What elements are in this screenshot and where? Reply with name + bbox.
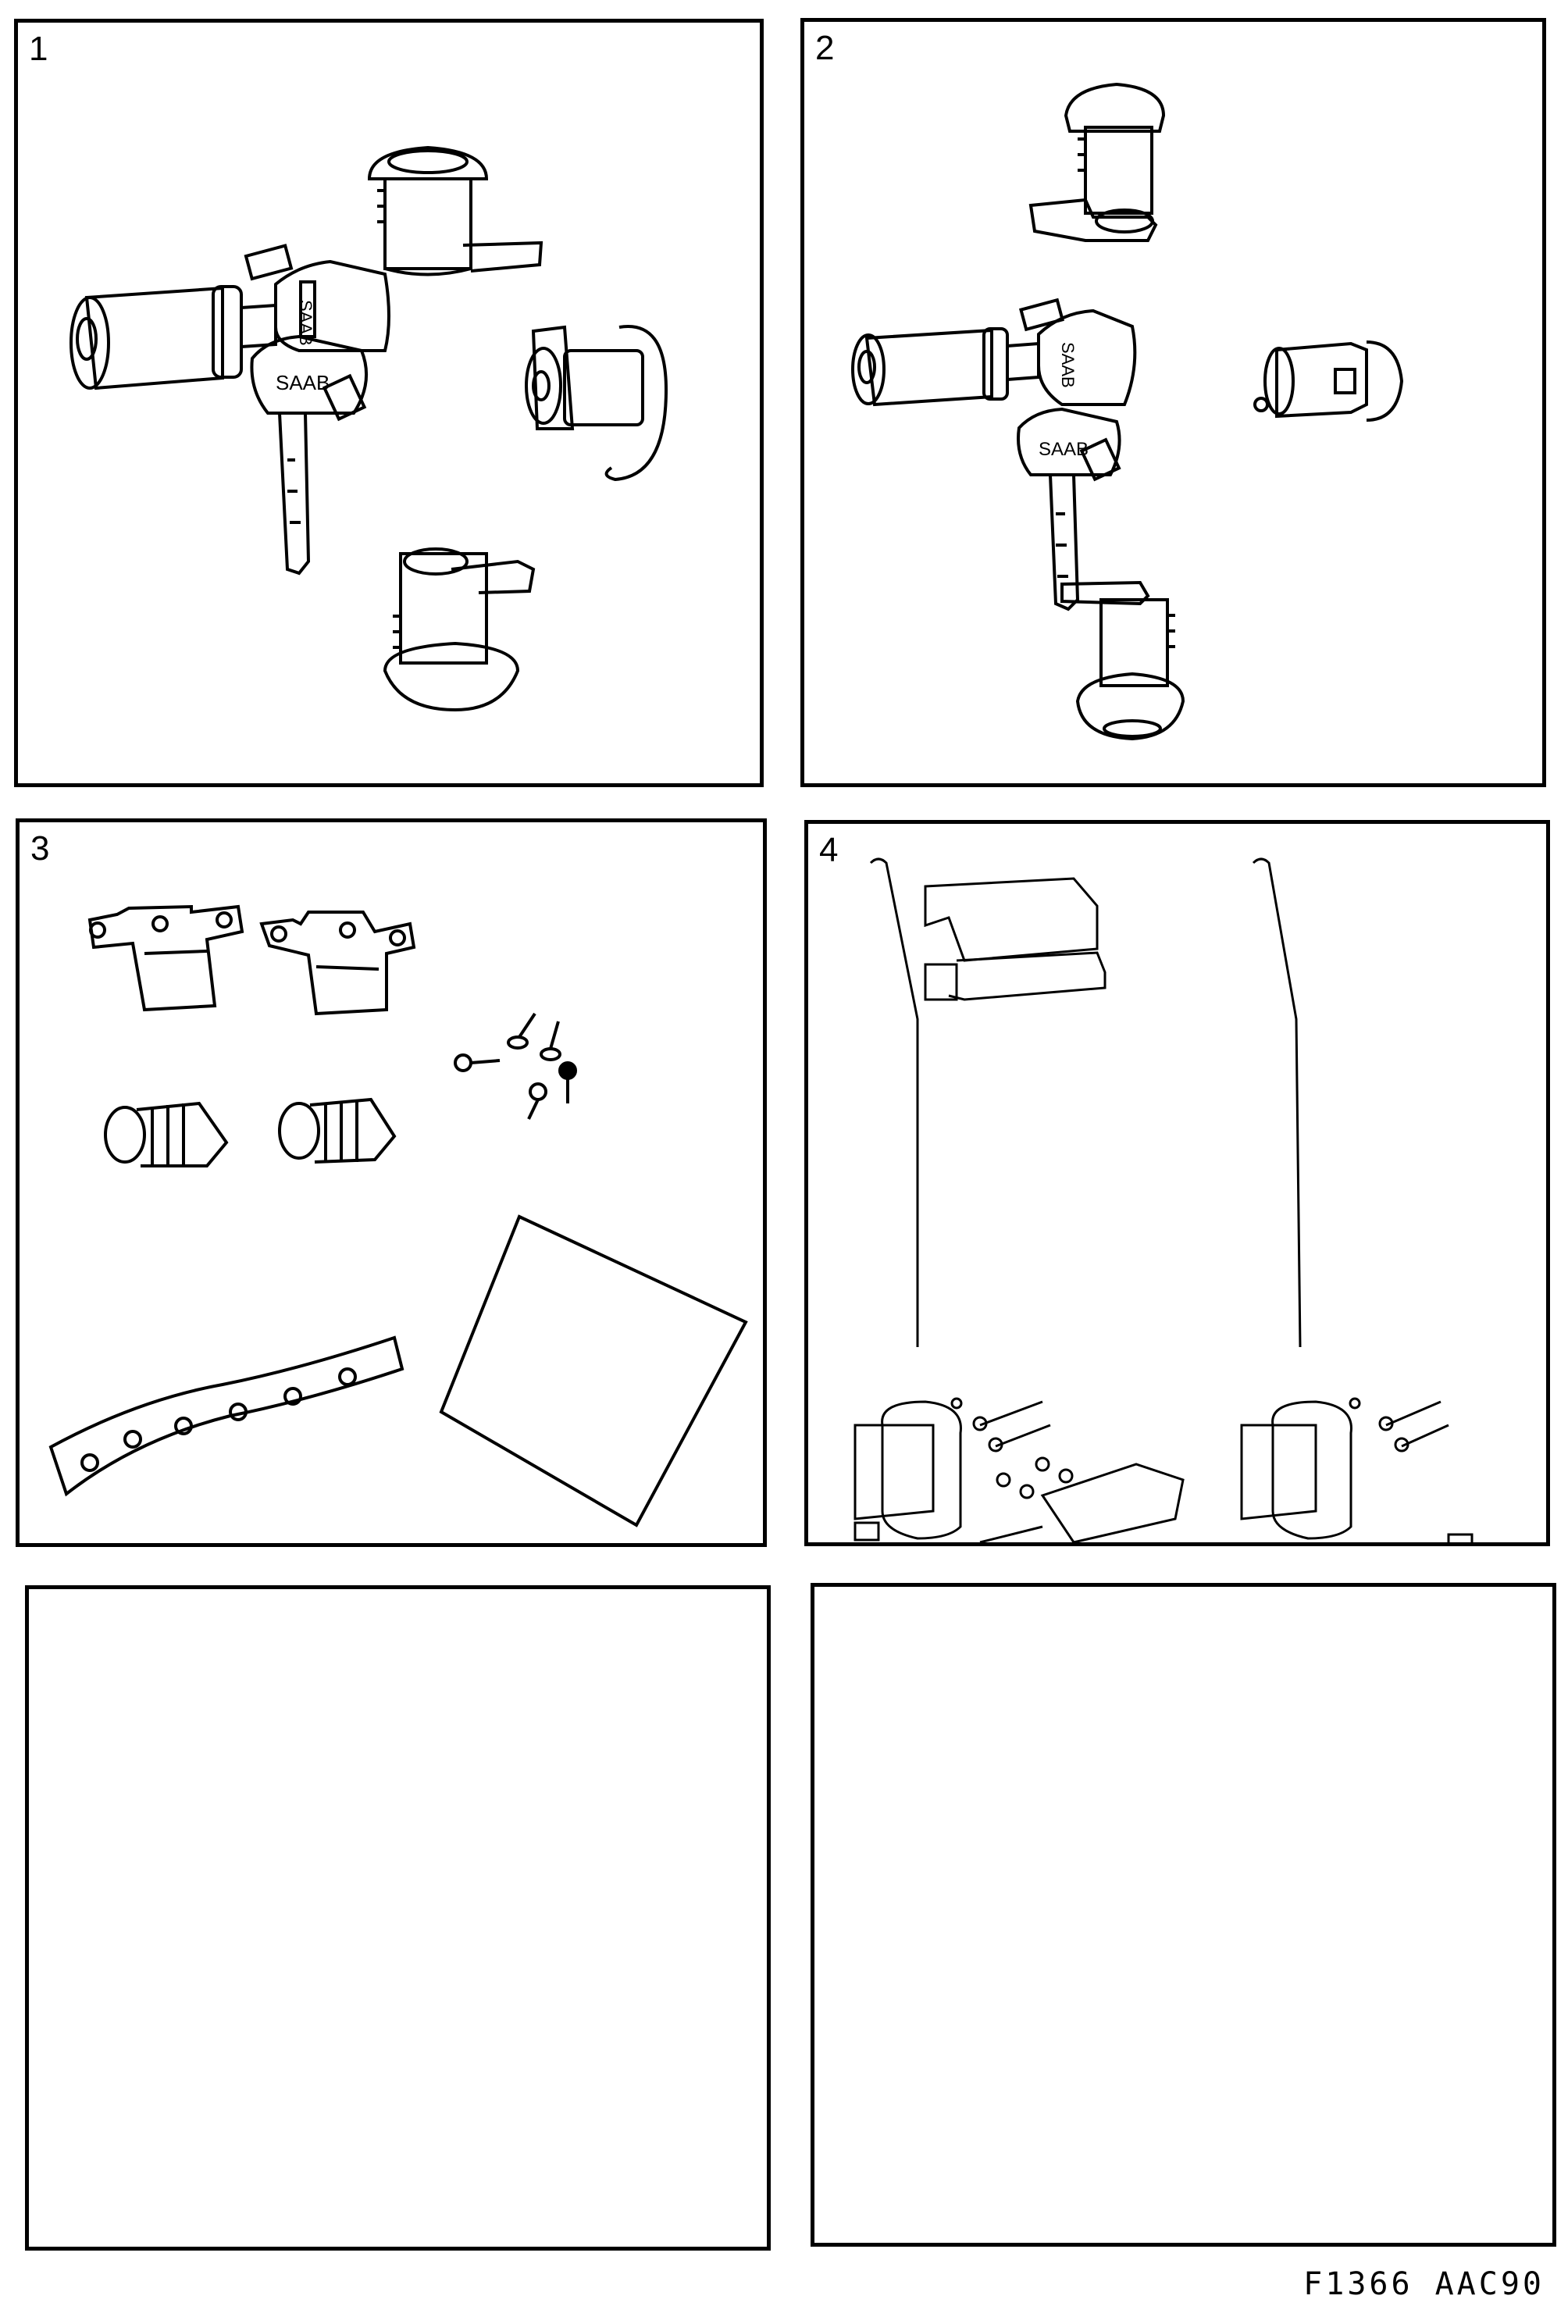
screw-icon [454, 1012, 577, 1120]
bracket-icon [87, 904, 244, 1012]
actuator-right-icon [1240, 857, 1449, 1540]
rubber-bellows-icon [104, 1101, 229, 1167]
key-icon: SAAB [250, 334, 369, 576]
tailgate-lock-cylinder-icon [525, 325, 668, 482]
figure-code: F1366 [1303, 2266, 1413, 2302]
sheet-code: AAC90 [1434, 2266, 1545, 2302]
door-lock-cylinder-icon [1028, 82, 1166, 242]
actuator-left-icon [853, 857, 1051, 1542]
panel-1: 1 SAAB SAAB [14, 19, 764, 787]
panel-number: 3 [30, 829, 50, 868]
panel-number: 4 [819, 831, 839, 869]
control-unit-icon [924, 877, 1107, 1001]
trunk-lock-cylinder-icon [1253, 340, 1404, 422]
trunk-actuator-icon [979, 1456, 1185, 1542]
panel-4: 4 [804, 820, 1550, 1546]
key-icon: SAAB [1019, 298, 1137, 406]
svg-text:SAAB: SAAB [1039, 439, 1089, 460]
panel-2: 2 SAAB SAAB [800, 18, 1546, 787]
svg-text:SAAB: SAAB [1058, 342, 1078, 388]
mounting-hardware-illustration [48, 904, 748, 1527]
panel-6-empty [811, 1583, 1556, 2247]
central-locking-actuators-illustration [853, 857, 1474, 1542]
panel-number: 2 [815, 29, 835, 67]
lock-set-alternate-illustration: SAAB SAAB [851, 82, 1404, 741]
ignition-cylinder-icon [851, 327, 1040, 407]
door-lock-cylinder-icon [383, 547, 536, 712]
adhesive-strip-icon [48, 1335, 404, 1497]
bracket-icon [259, 911, 416, 1016]
ignition-cylinder-icon [69, 285, 277, 390]
door-lock-cylinder-icon [1060, 580, 1185, 741]
key-icon: SAAB [1017, 407, 1121, 611]
lock-set-illustration: SAAB SAAB [69, 145, 668, 712]
panel-5-empty [25, 1585, 771, 2251]
svg-text:SAAB: SAAB [276, 371, 330, 394]
rubber-bellows-icon [278, 1097, 397, 1164]
panel-number: 1 [29, 30, 48, 68]
instruction-sheet-icon [439, 1214, 748, 1527]
panel-3: 3 [16, 818, 767, 1547]
key-icon: SAAB [244, 244, 390, 352]
reference-label: F1366 AAC90 [1303, 2266, 1545, 2302]
wiring-connector-icon [853, 1521, 1474, 1542]
door-lock-cylinder-icon [367, 145, 543, 276]
